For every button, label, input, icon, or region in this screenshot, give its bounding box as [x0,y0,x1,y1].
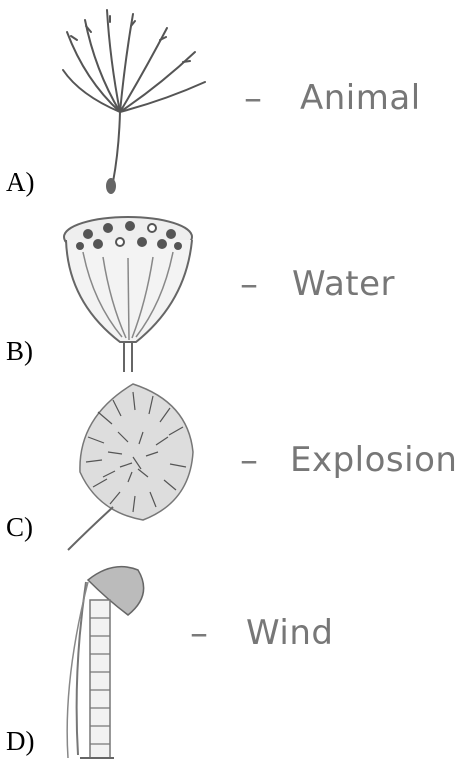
dandelion-seed-icon [55,0,225,200]
lotus-seed-pod-icon [58,212,218,382]
option-a-letter: A) [6,167,35,198]
burr-seed-icon [58,372,208,552]
option-b-letter: B) [6,336,33,367]
option-c: – Explosion C) [0,370,467,555]
coconut-section-icon [58,560,158,767]
option-c-dash: – [240,440,258,481]
option-a-label: Animal [300,78,421,118]
option-d-letter: D) [6,726,35,757]
option-d-dash: – [190,613,208,654]
option-b-label: Water [292,264,395,304]
option-c-letter: C) [6,512,33,543]
option-c-label: Explosion [290,440,457,480]
option-d-label: Wind [246,613,333,653]
option-b: – Water B) [0,200,467,370]
option-b-dash: – [240,264,258,305]
option-a-dash: – [244,78,262,119]
option-d: – Wind D) [0,555,467,762]
option-a: – Animal A) [0,0,467,200]
